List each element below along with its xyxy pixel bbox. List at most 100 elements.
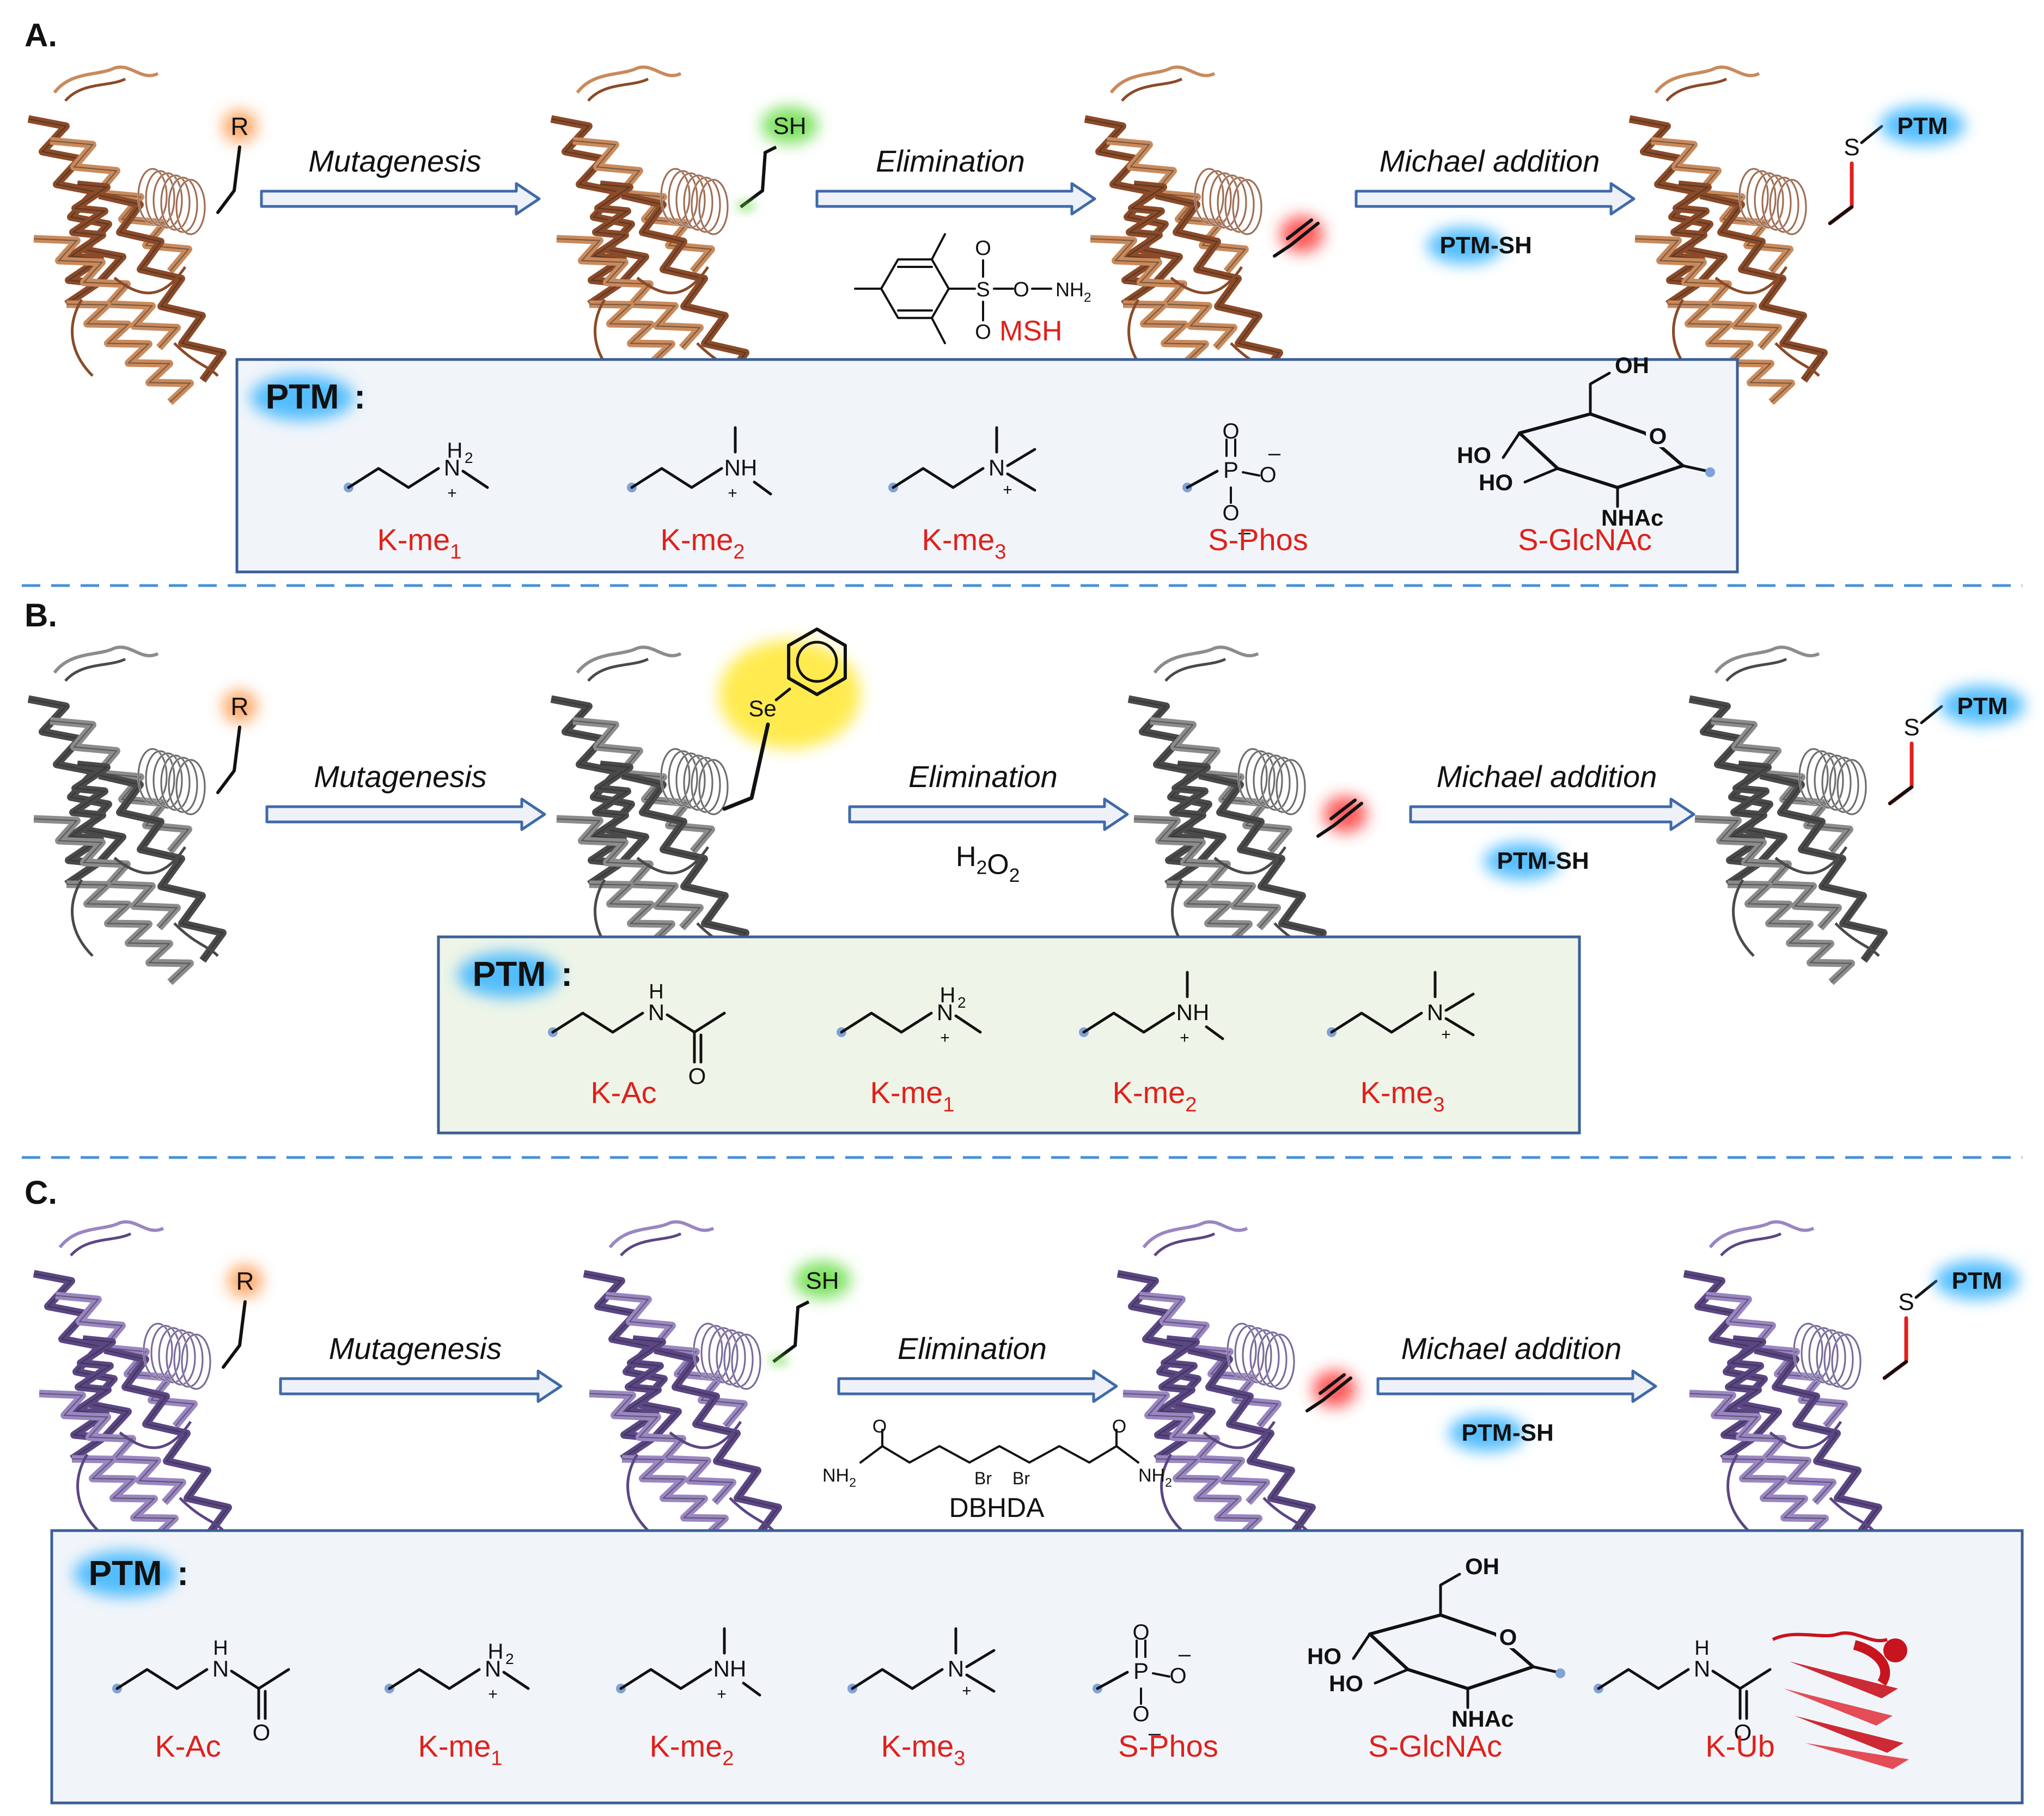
reaction-arrow (1376, 1369, 1657, 1403)
protein-helix-outline (66, 184, 108, 305)
charge-label: + (717, 1685, 727, 1703)
amide-bond (1711, 1669, 1742, 1690)
ptm-name: K-Ac (155, 1729, 221, 1763)
protein-helix-outline (1122, 184, 1165, 305)
protein-coil (1201, 170, 1232, 227)
bond-line (774, 687, 791, 702)
step-label: Elimination (898, 1331, 1047, 1366)
protein-coil (152, 752, 183, 809)
bond-line (1920, 705, 1943, 724)
bond-line (1186, 470, 1219, 489)
protein-coil (1831, 1333, 1862, 1390)
protein-coil (693, 1323, 723, 1379)
highlight-glow (1449, 1415, 1525, 1452)
reagent-name: DBHDA (949, 1492, 1045, 1523)
nitrogen-label: N (1427, 1000, 1443, 1025)
protein-helix-outline (1155, 1338, 1198, 1460)
phosphorus-label: P (1133, 1658, 1149, 1684)
protein-structure (1628, 65, 1828, 405)
methyl-bond (1738, 1668, 1772, 1690)
protein-coil (1806, 750, 1836, 807)
protein-helix-outline (33, 818, 179, 929)
protein-helix-outline (1722, 1338, 1764, 1460)
charge-label: – (1238, 520, 1251, 544)
protein-coil (152, 172, 183, 229)
protein-structure (1683, 1220, 1882, 1560)
protein-coil (158, 1327, 188, 1384)
side-chain-bond (722, 722, 770, 811)
protein-loop (71, 846, 219, 957)
methyl-bond (693, 1011, 726, 1034)
hydroxyl-label: HO (1307, 1643, 1341, 1669)
protein-loop (1164, 657, 1227, 682)
highlight-glow (794, 1262, 851, 1299)
protein-coil (1217, 174, 1247, 231)
oxygen-label: O (1222, 501, 1239, 525)
protein-coil (1224, 176, 1255, 233)
ub-strand (1789, 1661, 1898, 1698)
charge-label: + (1180, 1029, 1189, 1047)
charge-label: + (1003, 481, 1012, 499)
reaction-arrow (848, 797, 1129, 831)
protein-loop (576, 645, 682, 674)
glycosidic-bond (1532, 1665, 1559, 1674)
panel-label: A. (25, 17, 57, 53)
ptm-name: K-me1 (418, 1729, 503, 1770)
ptm-name: K-Ac (590, 1075, 656, 1110)
protein-helix-outline (66, 303, 192, 403)
protein-coil (698, 179, 729, 235)
protein-coil (168, 176, 198, 233)
side-chain-bond (1828, 205, 1853, 225)
protein-helix-outline (1133, 818, 1279, 929)
protein-coil (1829, 757, 1859, 813)
methyl-bond (753, 480, 772, 496)
side-chain-bond (222, 1300, 247, 1369)
protein-loop (1720, 1232, 1782, 1257)
hydrogen-label: H (1694, 1637, 1709, 1660)
reaction-arrow (1409, 797, 1695, 831)
charge-label: + (940, 1029, 950, 1047)
nitrogen-label: NH (713, 1656, 747, 1681)
step-label: Michael addition (1380, 144, 1600, 178)
protein-coil (683, 754, 713, 811)
ub-strand (1784, 1689, 1893, 1726)
ptm-title: PTM (265, 377, 339, 416)
ptm-box (437, 935, 1581, 1135)
methyl-bond (257, 1668, 290, 1690)
ptm-group-label: PTM (1952, 1267, 2003, 1294)
ring-oxygen-gap (1496, 1629, 1520, 1648)
thiol-label: SH (773, 113, 806, 139)
protein-loop (576, 65, 682, 94)
phosphorus-label: P (1223, 457, 1238, 483)
hydrogen-label: H (940, 983, 956, 1007)
protein-loop (620, 1232, 682, 1257)
protein-coil (1268, 757, 1298, 813)
propyl-chain (840, 1011, 933, 1034)
protein-loop (1109, 65, 1216, 94)
protein-helix-outline (1188, 1349, 1313, 1535)
highlight-glow (457, 952, 561, 998)
bond-line (1242, 471, 1260, 477)
oxygen-label: O (872, 1416, 887, 1437)
protein-structure (583, 1220, 782, 1560)
hydroxyl-label: OH (1615, 352, 1649, 378)
protein-helix-outline (621, 194, 747, 381)
protein-helix-outline (1760, 775, 1885, 961)
charge-label: + (1441, 1026, 1451, 1044)
protein-helix-outline (654, 1349, 779, 1535)
protein-loop (70, 1232, 132, 1257)
protein-structure (1688, 645, 1888, 985)
protein-helix-outline (1754, 1349, 1880, 1535)
protein-coil (1249, 1329, 1280, 1386)
protein-loop (58, 1220, 164, 1248)
protein-coil (660, 168, 691, 224)
side-chain-bond (216, 145, 241, 214)
ptm-title-colon: : (561, 954, 572, 994)
highlight-glow (74, 1551, 177, 1597)
propyl-chain (1082, 1011, 1175, 1034)
protein-helix-outline (1667, 184, 1710, 305)
ptm-group-label: PTM (1957, 693, 2008, 720)
